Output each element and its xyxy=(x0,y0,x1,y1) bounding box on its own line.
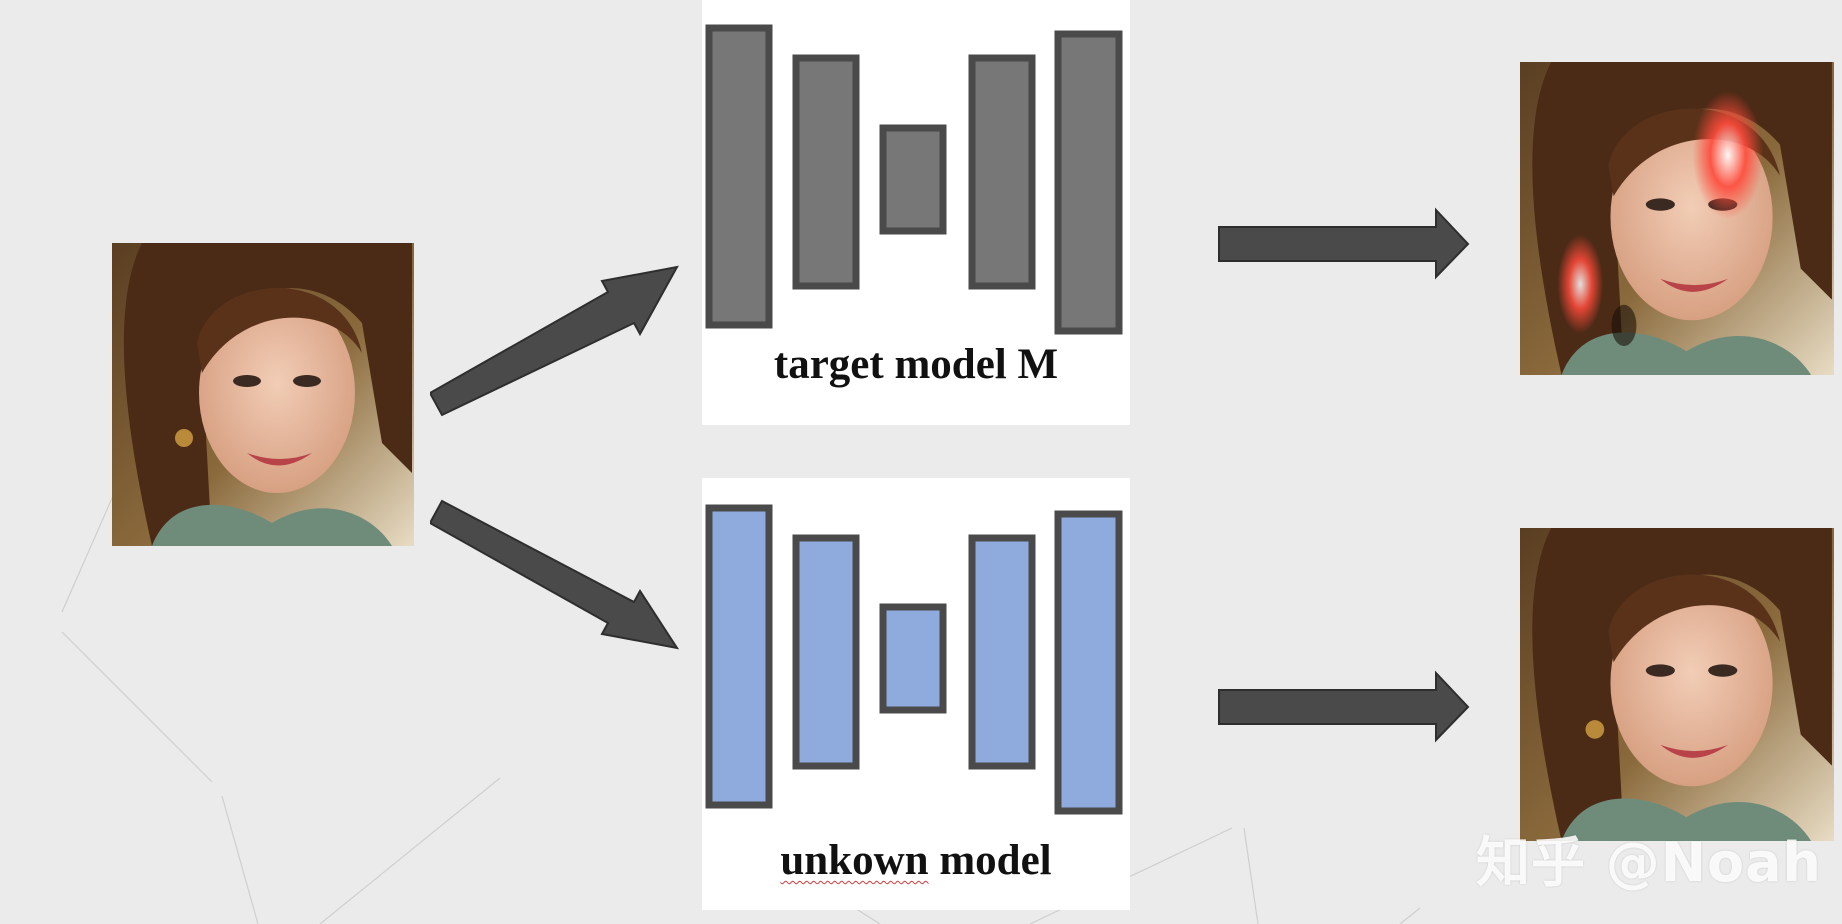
unknown-model-panel: unkown model xyxy=(702,478,1130,910)
watermark-text: 知乎 @Noah xyxy=(1476,831,1822,894)
unknown-model-blocks xyxy=(705,504,1123,815)
target-output-arrow xyxy=(1218,207,1470,280)
target-encoder-block-2 xyxy=(792,54,860,290)
target-bottleneck-block xyxy=(879,124,947,235)
input-face-image xyxy=(112,243,414,546)
unknown-encoder-block-1 xyxy=(705,504,773,809)
target-encoder-block-1 xyxy=(705,24,773,329)
target-model-label: target model M xyxy=(773,341,1059,388)
target-decoder-block-1 xyxy=(968,54,1036,290)
target-model-blocks xyxy=(705,24,1123,335)
target-model-panel: target model M xyxy=(702,0,1130,425)
input-to-unknown-arrow xyxy=(430,499,680,650)
target-decoder-block-2 xyxy=(1054,30,1123,335)
unknown-output-face-image xyxy=(1520,528,1834,841)
unknown-output-arrow xyxy=(1218,670,1470,743)
unknown-decoder-block-2 xyxy=(1054,510,1123,815)
unknown-decoder-block-1 xyxy=(968,534,1036,770)
unknown-model-label: unkown model xyxy=(702,836,1130,885)
input-to-target-arrow xyxy=(430,265,679,417)
unknown-model-label-word: unkown xyxy=(780,837,929,884)
unknown-bottleneck-block xyxy=(879,603,947,714)
unknown-model-label-suffix: model xyxy=(928,837,1052,884)
unknown-encoder-block-2 xyxy=(792,534,860,770)
attacked-output-face-image xyxy=(1520,62,1834,375)
